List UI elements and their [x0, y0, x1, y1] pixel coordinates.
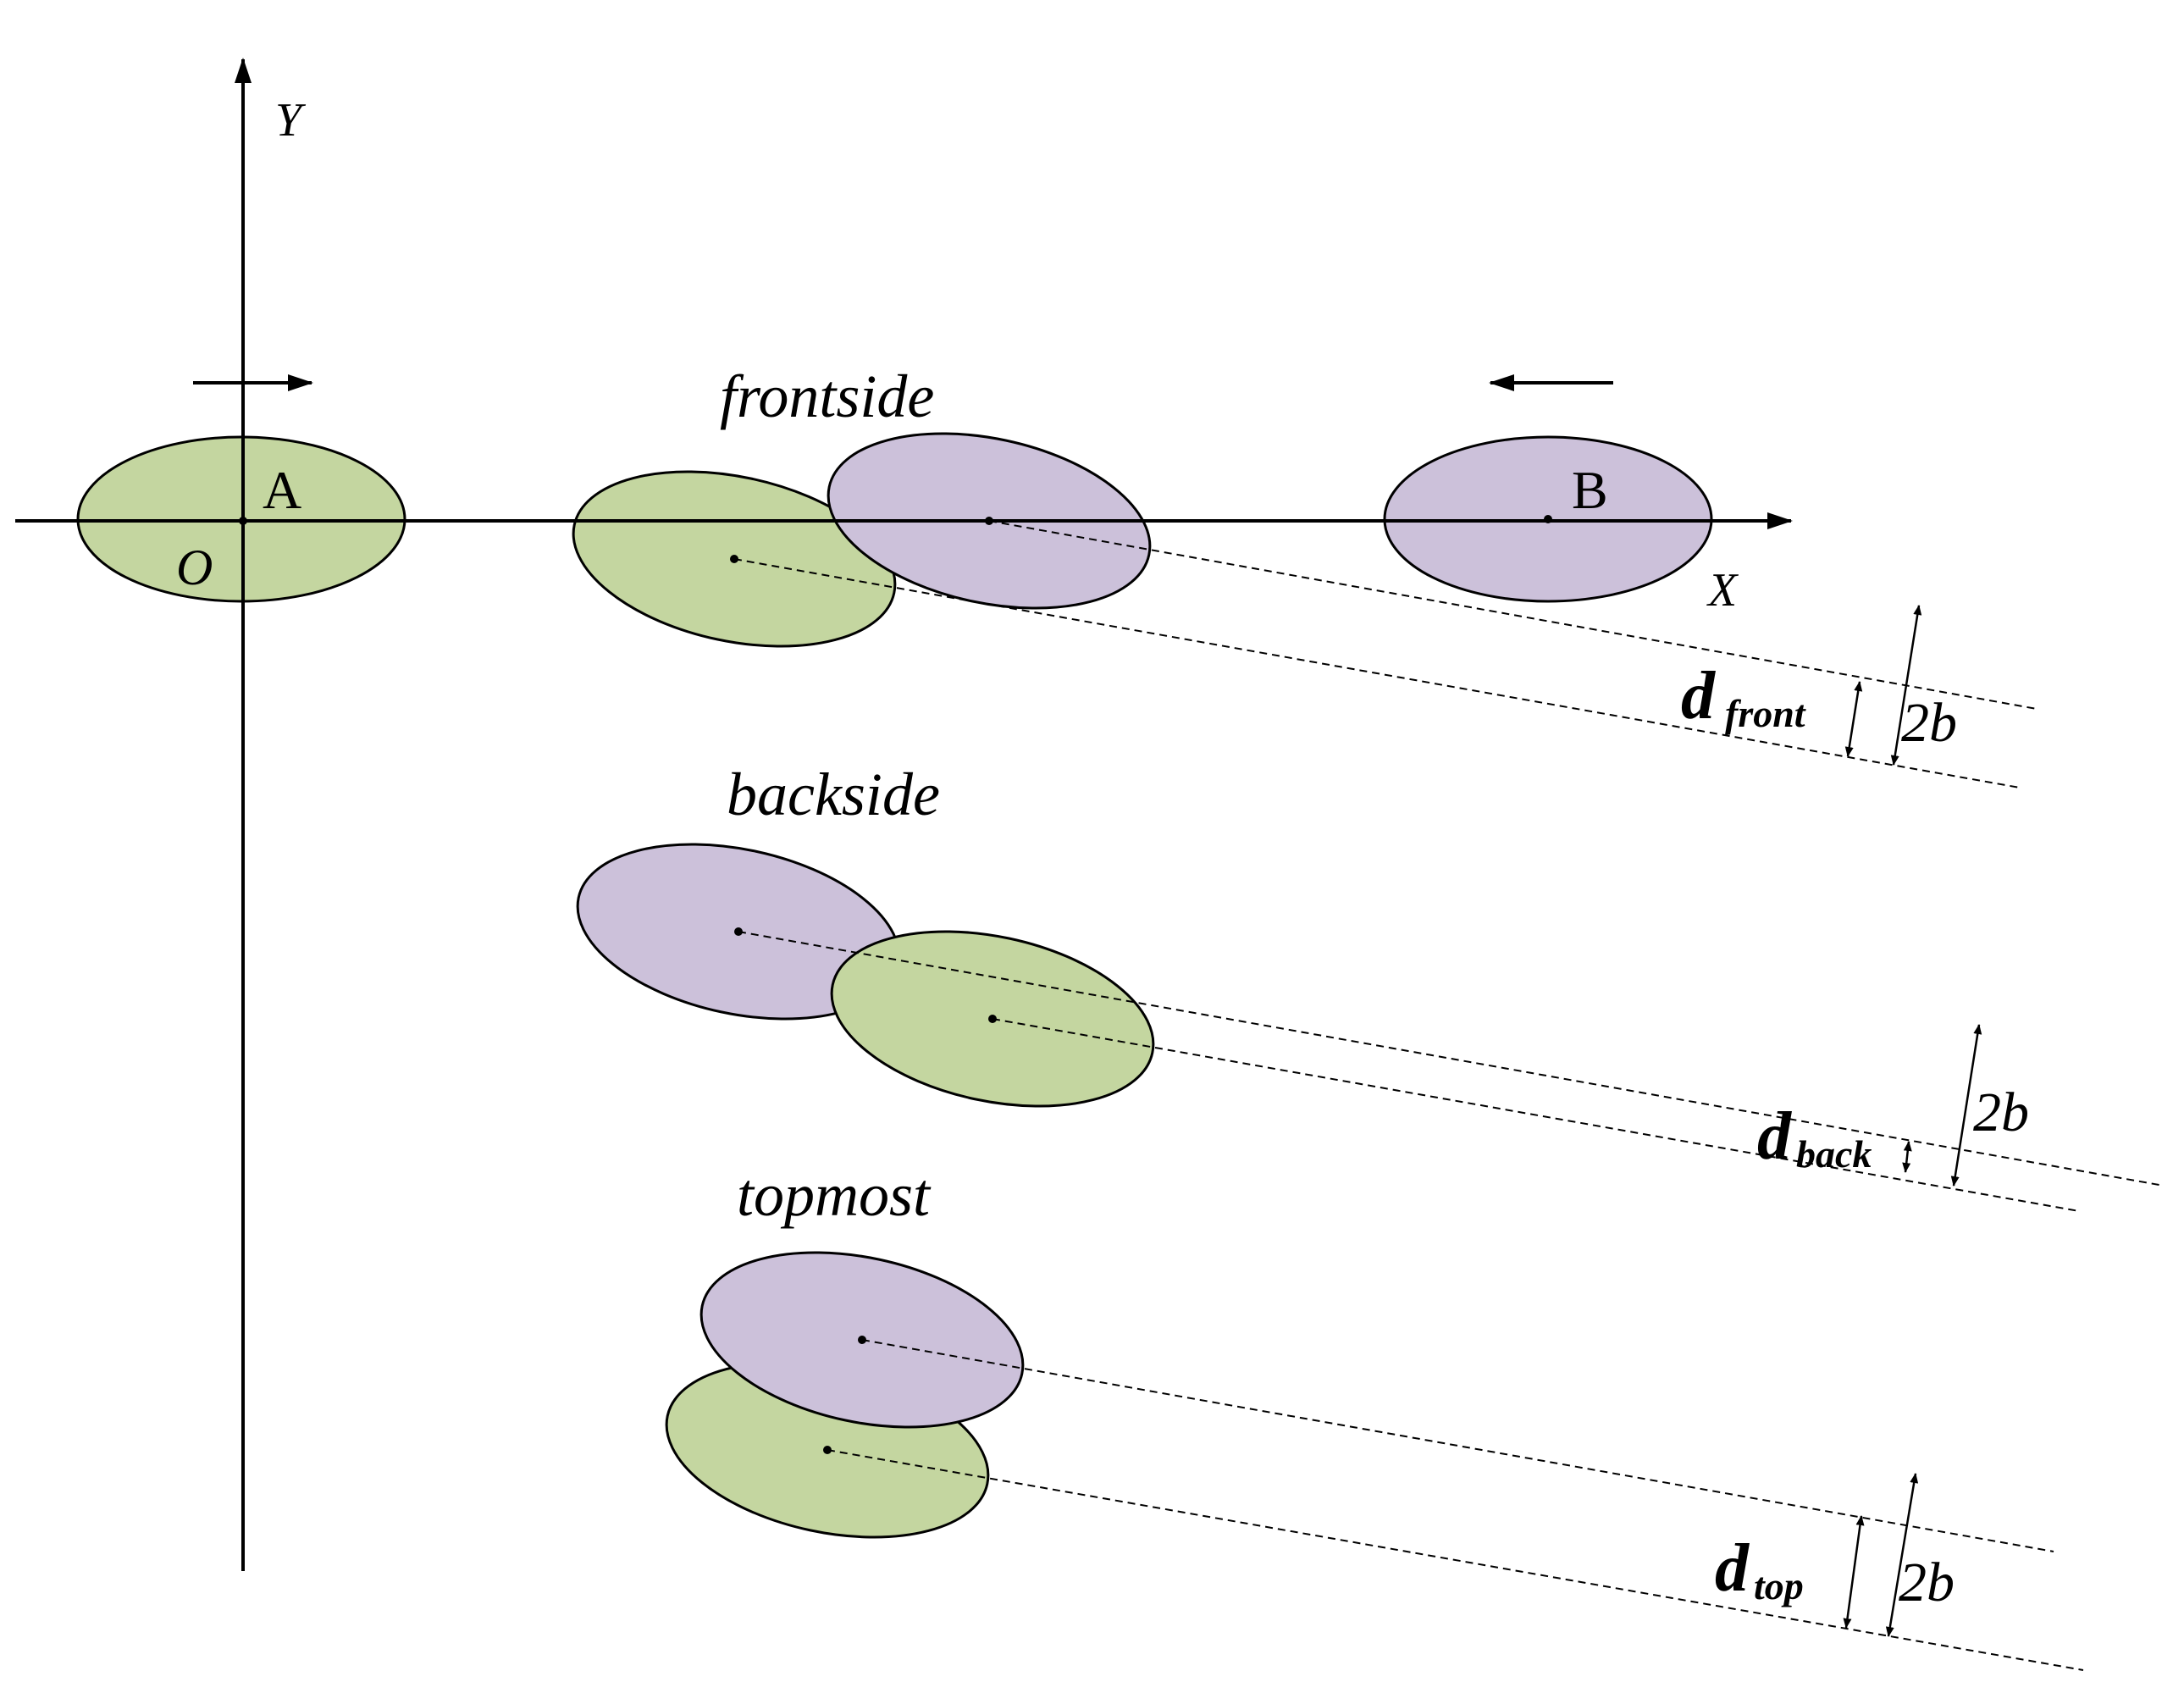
frontside-title: frontside	[720, 362, 934, 430]
topmost-path-a	[827, 1449, 2084, 1671]
topmost-d-main: d	[1715, 1531, 1750, 1606]
backside-d-dimension	[1902, 1141, 1912, 1173]
frontside-center-b	[985, 517, 993, 525]
backside-d-main: d	[1757, 1099, 1792, 1174]
topmost-title: topmost	[737, 1161, 932, 1229]
frontside-d-sub: front	[1725, 692, 1806, 735]
point-b	[1544, 515, 1552, 523]
topmost-center-a	[823, 1446, 832, 1454]
backside-2b-dimension	[1950, 1024, 1982, 1187]
backside-path-a	[992, 1018, 2080, 1212]
frontside-width-label: 2b	[1901, 692, 1957, 754]
frontside-d-main: d	[1681, 659, 1716, 733]
backside-title: backside	[727, 761, 940, 828]
frontside-center-a	[730, 555, 738, 563]
backside-center-a	[988, 1015, 997, 1023]
backside-d-sub: back	[1796, 1132, 1872, 1176]
point-a-label: A	[263, 460, 301, 520]
point-b-label: B	[1572, 460, 1608, 520]
y-axis-label: Y	[275, 94, 307, 147]
topmost-d-sub: top	[1754, 1564, 1804, 1607]
backside-center-b	[734, 927, 743, 936]
topmost-width-label: 2b	[1899, 1552, 1955, 1613]
x-axis-label: X	[1706, 564, 1739, 617]
topmost-2b-dimension	[1885, 1473, 1919, 1637]
topmost-path-b	[861, 1339, 2054, 1552]
frontside-d-dimension	[1844, 681, 1863, 757]
frontside-2b-dimension	[1890, 605, 1922, 766]
frontside-path-a	[733, 558, 2021, 788]
origin-label: O	[176, 539, 213, 595]
topmost-d-dimension	[1843, 1515, 1865, 1629]
backside-width-label: 2b	[1973, 1082, 2029, 1143]
topmost-center-b	[858, 1336, 866, 1344]
origin-point	[239, 517, 247, 525]
